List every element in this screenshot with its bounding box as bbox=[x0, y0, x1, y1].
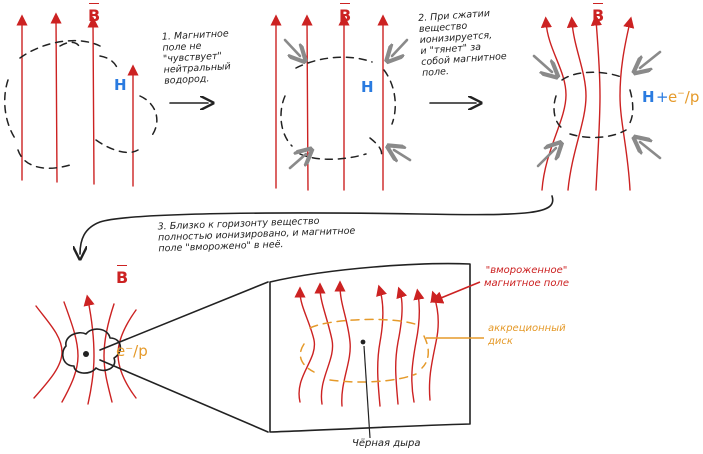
field-line bbox=[590, 14, 603, 191]
panel-1-gas-cloud bbox=[3, 39, 158, 169]
field-line bbox=[411, 288, 425, 403]
black-hole-pointer bbox=[363, 345, 371, 439]
proton-symbol: /p bbox=[684, 88, 700, 106]
compression-arrow bbox=[532, 54, 552, 72]
frozen-field-label: "вмороженное" магнитное поле bbox=[484, 265, 569, 289]
panel-3-field-lines bbox=[540, 14, 635, 191]
field-line bbox=[83, 294, 95, 405]
step-3-caption: 3. Близко к горизонту вещество полностью… bbox=[157, 215, 356, 255]
step-2-caption: 2. При сжатии вещество ионизируется, и "… bbox=[417, 8, 508, 79]
field-line bbox=[87, 16, 99, 185]
field-line bbox=[395, 286, 408, 405]
field-label-b-3: B bbox=[592, 3, 605, 25]
black-hole-label: Чёрная дыра bbox=[352, 438, 421, 449]
field-line bbox=[61, 301, 79, 403]
plus-sign: + bbox=[656, 88, 669, 106]
compression-arrow bbox=[392, 38, 409, 56]
step-1-caption: 1. Магнитное поле не "чувствует" нейтрал… bbox=[161, 28, 232, 87]
bottom-left-cloud bbox=[61, 328, 122, 374]
ion-label-bottom: e⁻/p bbox=[116, 342, 148, 360]
panel-1-field-lines bbox=[16, 12, 139, 187]
field-label-b-1: B bbox=[88, 3, 101, 25]
field-line bbox=[33, 305, 63, 399]
field-line bbox=[301, 14, 313, 191]
hydrogen-label-2: H bbox=[361, 78, 374, 96]
field-line bbox=[376, 284, 387, 407]
compression-arrow bbox=[394, 150, 412, 160]
field-line bbox=[334, 280, 351, 407]
accretion-disk bbox=[299, 318, 429, 383]
ionized-cloud bbox=[61, 328, 122, 374]
compression-arrow bbox=[640, 142, 662, 160]
zoom-field-lines bbox=[294, 280, 442, 407]
field-label-b-2: B bbox=[339, 3, 352, 25]
hydrogen-label-3: H bbox=[642, 88, 655, 106]
panel-3-compression-arrows bbox=[532, 50, 662, 168]
field-line bbox=[566, 16, 587, 191]
field-line bbox=[428, 290, 442, 401]
panel-3-gas-cloud bbox=[553, 71, 634, 139]
frozen-field-pointer bbox=[430, 281, 481, 304]
zoom-cone bbox=[99, 281, 269, 433]
panel-2-gas-cloud bbox=[280, 56, 397, 161]
step-arrow-3 bbox=[80, 195, 554, 254]
field-line bbox=[540, 16, 567, 191]
field-line bbox=[294, 286, 316, 403]
field-line bbox=[103, 303, 115, 403]
zoom-box bbox=[269, 262, 471, 433]
compression-arrow bbox=[536, 148, 556, 168]
electron-symbol: e bbox=[668, 88, 678, 106]
panel-2-compression-arrows bbox=[283, 38, 412, 170]
accretion-disk-label: аккреционный диск bbox=[488, 323, 566, 347]
compression-arrow bbox=[283, 38, 300, 56]
black-hole-center bbox=[360, 339, 366, 345]
compression-arrow bbox=[640, 50, 662, 68]
field-line bbox=[50, 12, 62, 183]
compression-arrow bbox=[288, 154, 306, 170]
field-label-b-4: B bbox=[116, 265, 129, 287]
ion-label-top: e−/p bbox=[668, 88, 700, 106]
field-line bbox=[314, 282, 334, 405]
black-hole-dot bbox=[83, 351, 89, 357]
hydrogen-label-1: H bbox=[114, 76, 127, 94]
field-line bbox=[619, 16, 635, 191]
